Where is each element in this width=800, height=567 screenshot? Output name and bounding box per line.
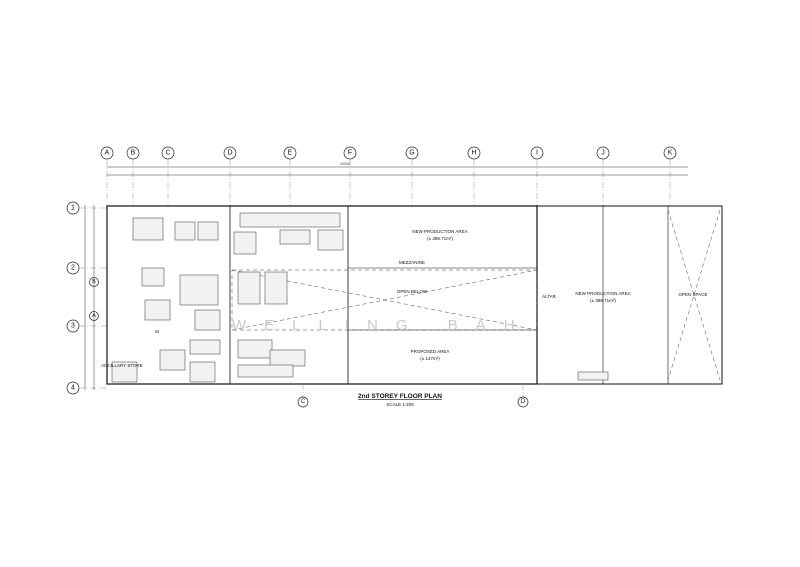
label-ancillary-store: ANCILLARY STORE [101,363,143,368]
section-marker-d-label: D [521,399,526,405]
label-new-production-area-2-size: (± 388.71m²) [590,298,616,303]
row-label-1: 1 [71,205,75,212]
section-markers: C D [297,384,529,408]
row-label-3: 3 [71,323,75,330]
grid-label-K: K [668,150,673,157]
left-dimension-chain [84,205,95,390]
watermark: WELLING BAH [232,317,533,334]
grid-bubble-H [467,146,481,160]
grid-bubble-G [405,146,419,160]
label-proposed-area: PROPOSED AREA [411,349,450,354]
grid-bubble-J [596,146,610,160]
row-label-2: 2 [71,265,75,272]
grid-label-B: B [131,150,136,157]
label-new-production-area-2: NEW PRODUCTION AREA [575,291,630,296]
grid-label-D: D [227,150,232,157]
grid-bubble-E [283,146,297,160]
grid-bubble-A [100,146,114,160]
label-open-space: OPEN SPACE [679,292,708,297]
office-furniture [111,212,609,383]
top-dimension-chain: 40300 [107,162,688,176]
label-open-below: OPEN BELOW [397,289,428,294]
grid-bubble-F [343,146,357,160]
grid-bubble-D [223,146,237,160]
section-marker-c [297,396,309,408]
grid-column-bubbles: A B C D E F G H I J K [100,146,677,206]
grid-label-E: E [288,150,293,157]
room-labels: NEW PRODUCTION AREA (± 388.71m²) MEZZANI… [101,229,707,368]
grid-label-F: F [348,150,352,157]
label-altar: ALTAR [542,294,557,299]
grid-bubble-C [161,146,175,160]
overall-dimension: 40300 [340,162,350,166]
grid-label-A: A [105,150,110,157]
row-label-4: 4 [71,385,75,392]
grid-label-H: H [471,150,476,157]
grid-label-J: J [601,150,605,157]
grid-bubble-B [126,146,140,160]
drawing-scale: SCALE 1:200 [386,402,414,407]
grid-label-G: G [409,150,414,157]
section-marker-d [517,396,529,408]
open-space-cross [667,209,721,381]
grid-label-I: I [536,150,538,157]
label-mezzanine: MEZZANINE [399,260,425,265]
grid-bubble-I [530,146,544,160]
grid-bubble-K [663,146,677,160]
drawing-title: 2nd STOREY FLOOR PLAN [358,393,442,400]
grid-label-C: C [165,150,170,157]
label-proposed-area-size: (± 147m²) [420,356,440,361]
section-marker-c-label: C [301,399,306,405]
label-room-m: M [155,329,159,334]
label-new-production-area-1-size: (± 388.71m²) [427,236,453,241]
label-new-production-area-1: NEW PRODUCTION AREA [412,229,467,234]
